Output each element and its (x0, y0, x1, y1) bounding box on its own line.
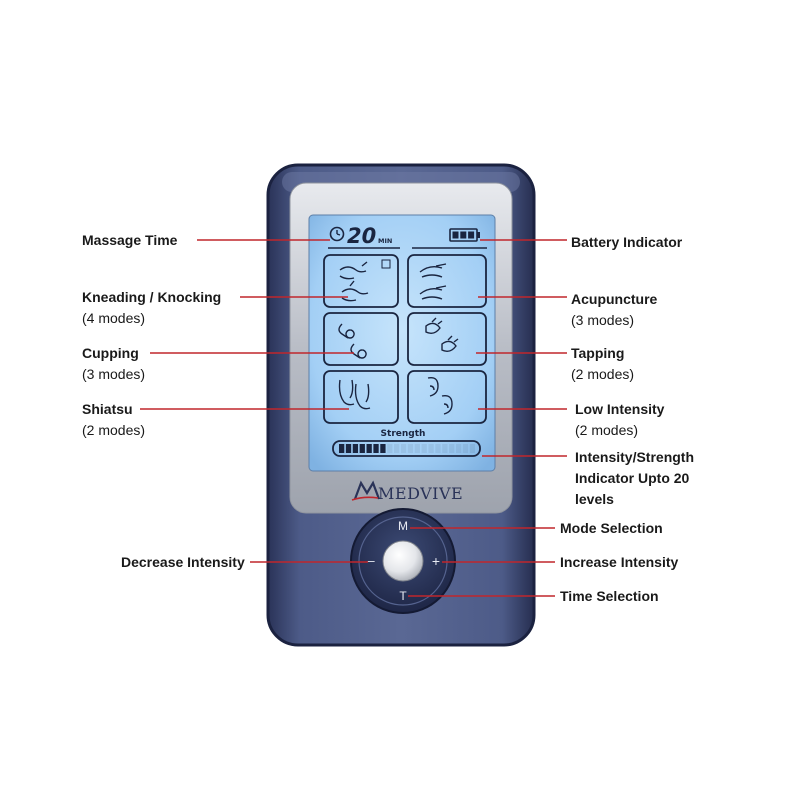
label-time-selection: Time Selection (560, 588, 659, 604)
brand-name: MEDVIVE (378, 484, 463, 503)
label-shiatsu: Shiatsu (2 modes) (82, 401, 146, 438)
decrease-button[interactable]: – (367, 553, 375, 568)
strength-segment-on (373, 444, 379, 453)
strength-segment-off (407, 444, 414, 453)
strength-segment-off (414, 444, 420, 453)
strength-segment-off (435, 444, 441, 453)
label-kneading: Kneading / Knocking (4 modes) (82, 289, 222, 326)
strength-segment-on (339, 444, 345, 453)
strength-segments (339, 444, 475, 453)
timer-unit: MIN (378, 237, 392, 245)
strength-label: Strength (381, 429, 426, 439)
strength-segment-off (428, 444, 434, 453)
label-massage-time: Massage Time (82, 232, 178, 248)
strength-segment-on (345, 444, 352, 453)
label-strength-indicator: Intensity/Strength Indicator Upto 20 lev… (575, 449, 695, 507)
label-acupuncture: Acupuncture (3 modes) (571, 291, 658, 328)
brand-logo (351, 480, 381, 501)
center-button[interactable] (382, 540, 424, 582)
battery-bar (460, 231, 467, 239)
strength-segment-on (366, 444, 372, 453)
label-battery: Battery Indicator (571, 234, 683, 250)
strength-segment-off (462, 444, 469, 453)
strength-segment-on (352, 444, 359, 453)
battery-bar (452, 231, 459, 239)
label-decrease-intensity: Decrease Intensity (121, 554, 245, 570)
label-mode-selection: Mode Selection (560, 520, 663, 536)
mode-tile-low-intensity (407, 370, 487, 424)
strength-segment-off (421, 444, 427, 453)
strength-segment-off (442, 444, 448, 453)
label-cupping: Cupping (3 modes) (82, 345, 146, 382)
strength-segment-off (469, 444, 475, 453)
strength-segment-off (394, 444, 400, 453)
strength-bar-frame (332, 440, 481, 457)
mode-tile-cupping (323, 312, 399, 366)
label-low-intensity: Low Intensity (2 modes) (575, 401, 665, 438)
strength-segment-off (387, 444, 393, 453)
mode-tile-shiatsu (323, 370, 399, 424)
strength-segment-off (449, 444, 455, 453)
strength-segment-on (359, 444, 365, 453)
clock-icon (329, 226, 345, 242)
strength-segment-off (455, 444, 462, 453)
strength-segment-off (400, 444, 407, 453)
mode-tile-acupuncture (407, 254, 487, 308)
time-button[interactable]: T (399, 589, 407, 603)
increase-button[interactable]: + (432, 553, 440, 569)
label-tapping: Tapping (2 modes) (571, 345, 635, 382)
mode-tile-tapping (407, 312, 487, 366)
strength-segment-on (380, 444, 386, 453)
label-increase-intensity: Increase Intensity (560, 554, 679, 570)
battery-bar (468, 231, 475, 239)
mode-tile-kneading (323, 254, 399, 308)
timer-value: 20 (347, 224, 376, 248)
leader-lines (140, 239, 567, 597)
mode-button[interactable]: M (398, 519, 408, 533)
battery-icon (449, 228, 480, 242)
